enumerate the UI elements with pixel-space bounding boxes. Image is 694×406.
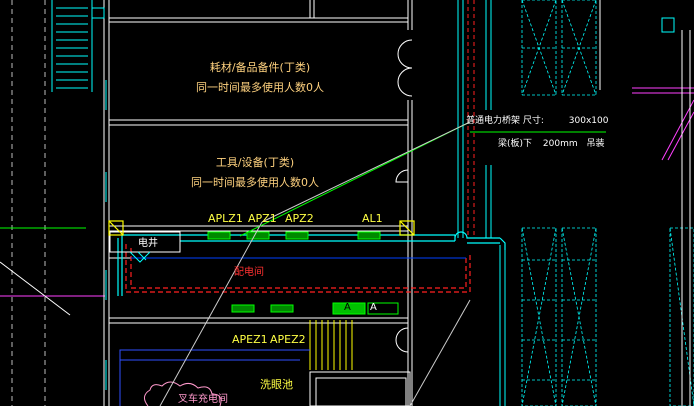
right-magenta-lines xyxy=(632,87,694,161)
panel-label-aplz1: APLZ1 xyxy=(208,212,243,225)
white-leader-lines xyxy=(159,121,471,406)
box-a-1: A xyxy=(344,302,351,313)
left-dashed-lines xyxy=(11,0,46,406)
right-rack-structures xyxy=(521,0,694,406)
horizontal-cable-tray xyxy=(117,231,506,296)
distribution-room-boundary xyxy=(125,244,471,293)
electric-shaft-label: 电井 xyxy=(138,238,158,249)
room-storage-name: 耗材/备品备件(丁类) xyxy=(209,61,311,74)
electric-shaft xyxy=(109,231,181,263)
tray-note-line1: 普通电力桥架 尺寸: 300x100 xyxy=(466,114,608,128)
yellow-markers xyxy=(108,220,415,236)
tray-note-mount: 梁(板)下 xyxy=(498,139,533,149)
room-tools-occupancy: 同一时间最多使用人数0人 xyxy=(191,176,319,189)
door-swings xyxy=(395,39,413,353)
panel-label-apez1: APEZ1 xyxy=(232,333,268,346)
tray-note-label: 普通电力桥架 尺寸: xyxy=(466,116,544,126)
right-white-lines xyxy=(599,0,691,406)
forklift-charging-label: 叉车充电间 xyxy=(178,394,228,405)
room-tools-name: 工具/设备(丁类) xyxy=(215,156,295,169)
tray-note-suffix: 吊装 xyxy=(586,139,605,149)
distribution-room-label: 配电间 xyxy=(234,267,264,278)
tray-note-size: 300x100 xyxy=(568,116,609,126)
panel-label-al1: AL1 xyxy=(362,212,383,225)
wall-windows xyxy=(91,7,107,390)
panel-label-apez2: APEZ2 xyxy=(270,333,306,346)
room-storage-occupancy: 同一时间最多使用人数0人 xyxy=(196,81,324,94)
panel-boxes-bottom xyxy=(231,302,399,315)
panel-label-apz2: APZ2 xyxy=(285,212,314,225)
tray-note-line2: 梁(板)下 200mm 吊装 xyxy=(498,137,608,151)
lower-stair xyxy=(309,320,353,370)
room-tools-label: 工具/设备(丁类) 同一时间最多使用人数0人 xyxy=(185,153,325,193)
leader-lines xyxy=(239,121,606,237)
panel-boxes-top xyxy=(207,231,381,240)
lower-blue-outline xyxy=(119,349,310,406)
eyewash-label: 洗眼池 xyxy=(260,378,293,391)
revision-cloud xyxy=(144,381,222,406)
left-stair xyxy=(51,0,93,92)
tray-note: 普通电力桥架 尺寸: 300x100 梁(板)下 200mm 吊装 xyxy=(466,114,608,151)
box-a-2: A xyxy=(370,302,377,313)
panel-label-apz1: APZ1 xyxy=(248,212,277,225)
vertical-cable-tray xyxy=(457,0,506,406)
left-diagonal xyxy=(0,261,71,316)
room-storage-label: 耗材/备品备件(丁类) 同一时间最多使用人数0人 xyxy=(190,58,330,98)
vertical-red-dashed xyxy=(467,0,475,236)
tray-note-distance: 200mm xyxy=(542,139,578,149)
